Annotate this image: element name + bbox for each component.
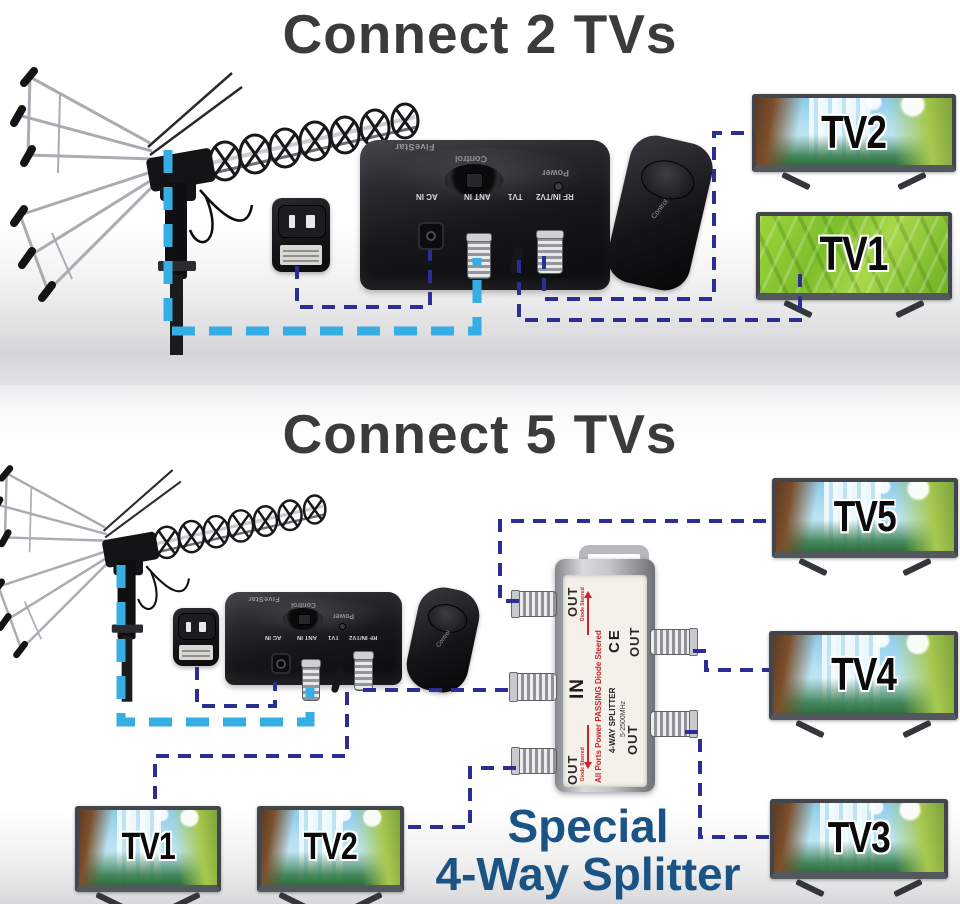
out-port-label: OUT [565, 754, 580, 785]
four-way-splitter: OUT Diode Steered IN Diode Steered OUT A… [505, 545, 705, 800]
out-port-label: OUT [627, 626, 642, 657]
ac-in-jack [418, 222, 444, 250]
out-port-label: OUT [565, 586, 580, 617]
tv-label: TV5 [833, 491, 897, 541]
splitter-in-port [509, 672, 557, 702]
splitter-out-port [511, 747, 557, 775]
port-label-ant-in: ANT IN [297, 634, 317, 640]
tv-stand [277, 891, 308, 904]
port-label-ant-in: ANT IN [464, 192, 491, 201]
power-passing-label: All Ports Power PASSING Diode Steered [594, 630, 603, 783]
tv-screen: TV2 [752, 94, 956, 172]
ac-in-jack [271, 653, 291, 674]
brand-label: FiveStar [395, 142, 435, 152]
port-label-rf-in-tv2: RF IN/TV2 [349, 634, 378, 640]
tv-label: TV4 [830, 648, 897, 700]
diode-arrow-icon [584, 591, 592, 635]
section-title: Connect 2 TVs [282, 3, 678, 65]
caption-4-way-splitter: 4-Way Splitter [435, 848, 741, 900]
tv-label: TV3 [827, 812, 891, 862]
rf-in-tv2-connector [353, 651, 374, 691]
tv-label: TV1 [121, 826, 175, 868]
tv-screen: TV3 [770, 799, 948, 879]
splitter-out-port [650, 628, 698, 656]
power-label: Power [542, 168, 570, 178]
tv-label: TV2 [303, 826, 358, 868]
adapter-socket-face [277, 204, 327, 238]
tv-1-top: TV1 [756, 212, 952, 319]
tv-5: TV5 [772, 478, 958, 577]
splitter-out-port [511, 590, 557, 618]
port-label-rf-in-tv2: RF IN/TV2 [536, 192, 574, 201]
section-title: Connect 5 TVs [282, 403, 678, 465]
adapter-label [179, 645, 213, 661]
out-port-label: OUT [625, 724, 640, 755]
power-button [554, 182, 563, 191]
power-adapter [173, 608, 219, 666]
tv-stand [95, 891, 126, 904]
plug-slot-icon [289, 214, 295, 228]
adapter-socket-face [177, 613, 217, 640]
antenna-control-box: FiveStar Control Power AC IN ANT IN TV1 … [225, 592, 402, 707]
antenna-control-box: FiveStar Control Power AC IN ANT IN TV1 … [360, 140, 610, 290]
in-port-label: IN [567, 678, 588, 699]
diode-arrow-icon [584, 725, 592, 769]
tv-screen: TV1 [756, 212, 952, 300]
tv-1-bottom: TV1 [75, 806, 221, 904]
plug-slot-icon [185, 621, 191, 632]
diode-steered-label: Diode Steered [580, 747, 586, 781]
splitter-out-port [650, 710, 698, 738]
port-label-ac-in: AC IN [265, 634, 282, 640]
caption-special: Special [507, 800, 669, 852]
outdoor-antenna [0, 55, 420, 355]
port-label-tv1: TV1 [328, 634, 340, 640]
adapter-label [280, 245, 322, 265]
brand-label: FiveStar [248, 595, 280, 602]
ant-in-connector [466, 233, 492, 279]
tv-2-top: TV2 [752, 94, 956, 191]
tv-2-bottom: TV2 [257, 806, 404, 904]
tv-screen: TV5 [772, 478, 958, 558]
plug-slot-icon [305, 214, 315, 228]
port-label-tv1: TV1 [508, 192, 523, 201]
tv-3: TV3 [770, 799, 948, 898]
power-button [339, 623, 346, 630]
control-switch [466, 173, 483, 188]
tv-screen: TV4 [769, 631, 958, 720]
tv-4: TV4 [769, 631, 958, 739]
tv-stand [353, 891, 384, 904]
ant-in-connector [301, 659, 321, 701]
control-switch [298, 614, 311, 625]
tv-stand [170, 891, 201, 904]
power-label: Power [333, 612, 355, 619]
power-adapter [272, 198, 330, 272]
splitter-label: OUT Diode Steered IN Diode Steered OUT A… [563, 575, 647, 787]
tv-screen: TV2 [257, 806, 404, 892]
control-knob-label: Control [291, 601, 316, 608]
control-knob-label: Control [455, 154, 487, 164]
plug-slot-icon [199, 621, 207, 632]
diode-steered-label: Diode Steered [580, 587, 586, 621]
port-label-ac-in: AC IN [416, 192, 438, 201]
tv-label: TV2 [821, 105, 887, 158]
rf-in-tv2-connector [536, 230, 564, 274]
tv-label: TV1 [819, 228, 889, 281]
tv-screen: TV1 [75, 806, 221, 892]
